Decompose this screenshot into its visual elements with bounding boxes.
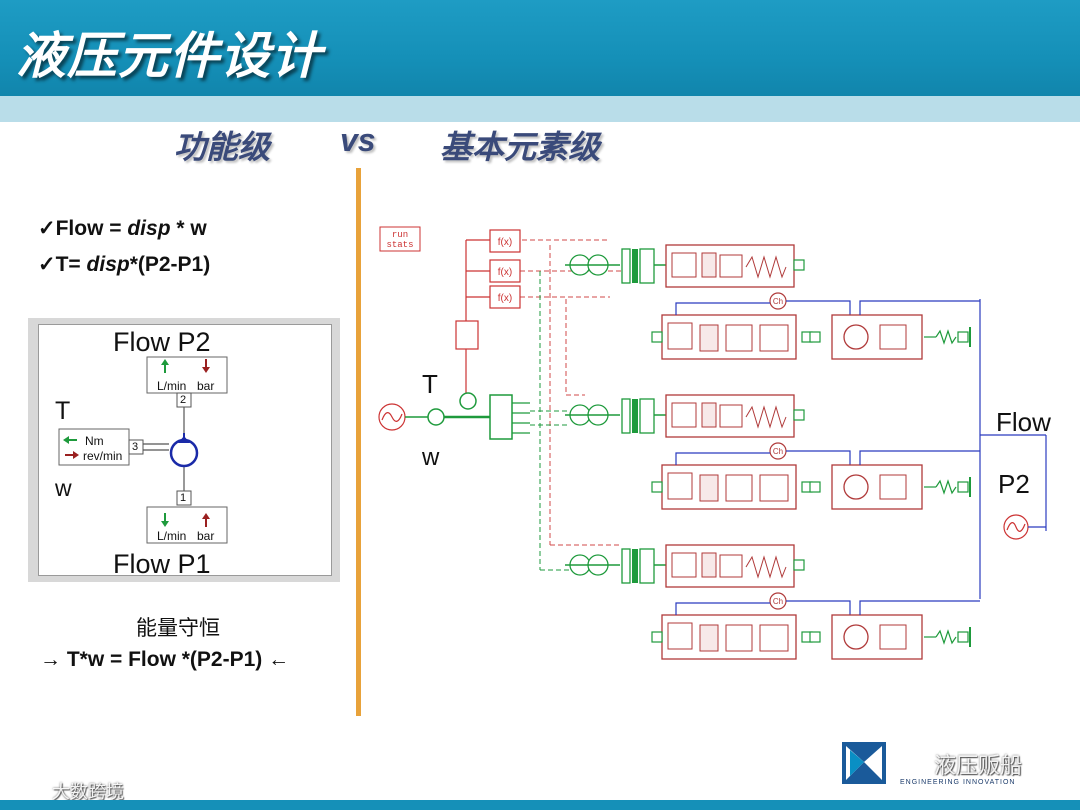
wechat-watermark: 液压贩船 <box>934 754 1023 779</box>
flow-equation-disp: disp <box>127 217 171 240</box>
function-block-1: f(x) <box>498 237 512 248</box>
element-level-schematic: run stats f(x) f(x) f(x) T w <box>378 226 1051 660</box>
torque-equation-disp: disp <box>86 253 130 276</box>
subtitle-vs: vs <box>340 122 376 158</box>
energy-conservation-title: 能量守恒 <box>136 616 220 640</box>
flow-equation: ✓Flow = disp * w <box>38 216 207 241</box>
flow-equation-suffix: * w <box>170 217 207 240</box>
footer-bar <box>0 800 1080 810</box>
title-bar-accent <box>0 96 1080 122</box>
output-collector-lines <box>979 299 1047 599</box>
energy-equation: → T*w = Flow *(P2-P1) ← <box>40 648 290 671</box>
signal-source-chain <box>455 229 521 395</box>
top-port-flow-unit: L/min <box>157 379 187 393</box>
hydraulic-stage-2: Ch <box>565 394 980 510</box>
port-3-number: 3 <box>132 441 139 453</box>
shaft-splitter <box>489 394 513 440</box>
top-port-pressure-unit: bar <box>197 379 215 393</box>
element-speed-label: w <box>421 444 440 471</box>
function-block-3: f(x) <box>498 293 512 304</box>
company-logo: ENGINEERING INNOVATION <box>842 742 1015 786</box>
element-p2-label: P2 <box>998 469 1030 499</box>
run-stats-line1: run <box>392 230 408 240</box>
flow-equation-prefix: ✓Flow = <box>38 217 128 240</box>
torque-equation-prefix: ✓T= <box>38 253 87 276</box>
torque-label: T <box>55 397 71 425</box>
flow-p1-label: Flow P1 <box>113 549 211 579</box>
speed-sensor-icon <box>427 408 445 426</box>
torque-equation: ✓T= disp*(P2-P1) <box>38 252 210 277</box>
check-valve-label-1: Ch <box>773 297 783 306</box>
port-2-number: 2 <box>180 394 187 406</box>
functional-model-canvas: Flow P2 Flow P1 T w <box>38 324 332 579</box>
mech-signal-lines <box>530 271 570 571</box>
torque-equation-suffix: *(P2-P1) <box>129 253 211 276</box>
function-block-2: f(x) <box>498 267 512 278</box>
port-1-number: 1 <box>180 492 187 504</box>
subtitle-element-level: 基本元素级 <box>440 128 601 166</box>
vertical-divider <box>356 168 361 716</box>
run-stats-line2: stats <box>386 240 413 250</box>
shaft-torque-unit: Nm <box>85 434 104 448</box>
subtitle-functional-level: 功能级 <box>174 128 271 166</box>
slide-title: 液压元件设计 <box>16 27 322 85</box>
check-valve-label-3: Ch <box>773 597 783 606</box>
functional-model-panel: Flow P2 Flow P1 T w <box>28 318 340 582</box>
check-valve-label-2: Ch <box>773 447 783 456</box>
corner-watermark: 大数跨境 <box>52 782 124 803</box>
element-torque-label: T <box>422 369 438 399</box>
logo-tagline: ENGINEERING INNOVATION <box>900 779 1015 786</box>
bottom-port-flow-unit: L/min <box>157 529 187 543</box>
flow-p2-label: Flow P2 <box>113 327 211 357</box>
title-bar <box>0 0 1080 96</box>
shaft-speed-unit: rev/min <box>83 449 123 463</box>
hydraulic-stage-1: Ch <box>565 244 980 360</box>
bottom-port-pressure-unit: bar <box>197 529 215 543</box>
functional-pump-symbol <box>58 356 228 544</box>
speed-label: w <box>55 475 72 501</box>
hydraulic-stage-3: Ch <box>565 544 980 660</box>
element-flow-label: Flow <box>996 407 1051 437</box>
